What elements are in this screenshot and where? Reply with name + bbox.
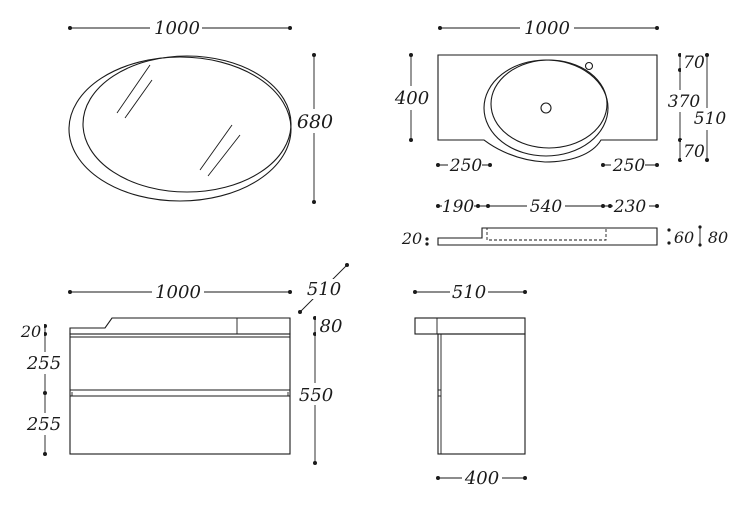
basin-right-middle-label: 370 (668, 92, 701, 112)
cabinet-drawer-2-label: 255 (26, 414, 61, 435)
mirror-width-label: 1000 (154, 18, 200, 39)
basin-section-profile (437, 227, 658, 246)
cabinet-right-top-label: 80 (320, 316, 343, 337)
section-left-label: 190 (442, 197, 475, 217)
section-middle-label: 540 (530, 197, 563, 217)
side-body (437, 333, 526, 455)
cabinet-body (69, 333, 291, 455)
section-edge-right-b-label: 80 (708, 228, 728, 247)
tap-hole-icon (584, 61, 594, 71)
mirror-height-label: 680 (297, 111, 333, 133)
basin-counter-outline (437, 54, 658, 163)
basin-bottom-right-label: 250 (612, 156, 646, 176)
basin-depth-label: 400 (394, 88, 429, 109)
mirror-view: 1000 680 (68, 18, 334, 204)
cabinet-top-profile (69, 317, 291, 335)
mirror-frame (68, 56, 292, 202)
section-right-label: 230 (613, 197, 647, 217)
side-top-label: 510 (452, 282, 486, 303)
cabinet-right-body-label: 550 (299, 385, 333, 406)
basin-bowl (483, 59, 609, 157)
side-top-slab (414, 317, 526, 335)
cabinet-drawer-1-label: 255 (26, 353, 61, 374)
cabinet-front-view: 1000 510 20 255 255 8 (18, 263, 349, 465)
basin-width-label: 1000 (524, 18, 570, 39)
section-edge-left-label: 20 (401, 229, 422, 248)
basin-right-top-label: 70 (683, 53, 705, 73)
cabinet-left-top-label: 20 (20, 322, 41, 341)
basin-right-bottom-label: 70 (683, 142, 705, 162)
basin-section-view: 190 540 230 20 60 80 (401, 196, 728, 248)
side-bottom-label: 400 (464, 468, 499, 489)
cabinet-width-label: 1000 (155, 282, 201, 303)
basin-total-depth-label: 510 (694, 109, 727, 129)
cabinet-side-view: 510 400 (413, 282, 527, 489)
basin-top-view: 1000 400 70 370 70 510 (394, 18, 727, 176)
drain-icon (540, 102, 552, 114)
section-edge-right-a-label: 60 (674, 228, 694, 247)
cabinet-depth-label: 510 (307, 279, 341, 300)
basin-bottom-left-label: 250 (449, 156, 483, 176)
mirror-glass (82, 55, 292, 193)
